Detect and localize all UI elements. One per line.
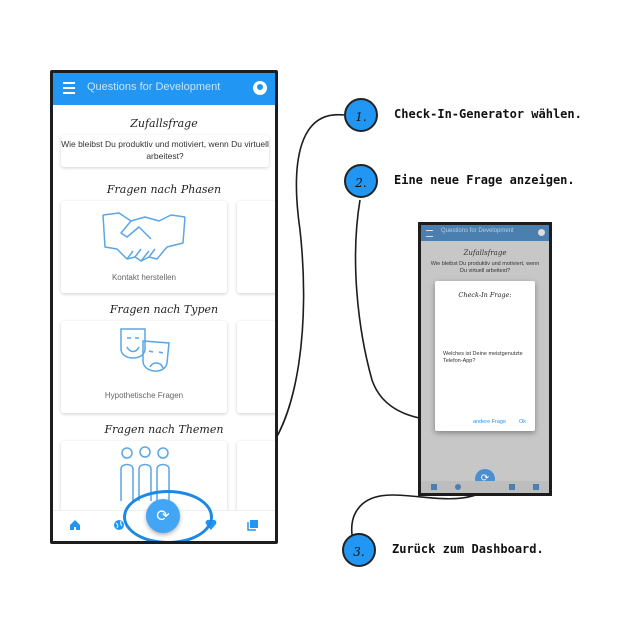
small-random-question: Wie bleibst Du produktiv und motiviert, … <box>430 261 540 274</box>
fab-highlight-ring <box>123 490 213 541</box>
random-question-card[interactable]: Wie bleibst Du produktiv und motiviert, … <box>61 135 269 167</box>
globe-icon[interactable] <box>113 519 125 531</box>
check-in-dialog: Check-In Frage: Welches ist Deine meistg… <box>435 281 535 431</box>
step-3-text: Zurück zum Dashboard. <box>392 542 544 556</box>
step-1-text: Check-In-Generator wählen. <box>394 107 582 121</box>
theater-masks-icon <box>120 328 170 372</box>
phone-screenshot-dialog: Questions for Development Zufallsfrage W… <box>418 222 552 496</box>
card-phase-next[interactable] <box>237 201 275 293</box>
small-app-bar: Questions for Development <box>421 225 549 241</box>
dialog-title: Check-In Frage: <box>458 291 512 299</box>
people-icon <box>120 446 170 501</box>
other-question-button[interactable]: andere Frage <box>473 419 507 425</box>
card-type[interactable]: Hypothetische Fragen <box>61 321 227 413</box>
phone-screenshot-main: Questions for Development Zufallsfrage W… <box>50 70 278 544</box>
small-bottom-navigation <box>421 481 549 493</box>
card-label-type: Hypothetische Fragen <box>104 391 184 400</box>
account-icon[interactable] <box>253 81 267 95</box>
step-2-badge: 2. <box>344 164 378 198</box>
card-label-phase: Kontakt herstellen <box>111 273 177 282</box>
section-heading-phases: Fragen nach Phasen <box>106 183 222 196</box>
library-icon[interactable] <box>247 519 259 531</box>
handshake-icon <box>102 212 186 262</box>
section-heading-types: Fragen nach Typen <box>109 303 219 316</box>
step-3-badge: 3. <box>342 533 376 567</box>
random-question-heading: Zufallsfrage <box>130 117 198 130</box>
menu-icon[interactable] <box>63 82 75 94</box>
app-title: Questions for Development <box>87 81 221 93</box>
ok-button[interactable]: Ok <box>519 419 527 425</box>
step-1-badge: 1. <box>344 98 378 132</box>
card-phase[interactable]: Kontakt herstellen <box>61 201 227 293</box>
small-account-icon <box>538 229 545 236</box>
small-menu-icon <box>426 230 433 237</box>
dialog-question: Welches ist Deine meistgenutzte Telefon-… <box>443 351 523 364</box>
small-random-heading: Zufallsfrage <box>463 249 507 257</box>
small-library-icon <box>533 484 539 490</box>
small-globe-icon <box>455 484 461 490</box>
app-bar: Questions for Development <box>53 73 275 105</box>
card-type-next[interactable] <box>237 321 275 413</box>
home-icon[interactable] <box>69 519 81 531</box>
small-app-title: Questions for Development <box>441 228 514 234</box>
small-heart-icon <box>509 484 515 490</box>
section-heading-topics: Fragen nach Themen <box>104 423 224 436</box>
refresh-icon[interactable]: ⟳ <box>146 499 180 533</box>
step-2-text: Eine neue Frage anzeigen. <box>394 173 575 187</box>
card-topic-next[interactable] <box>237 441 275 521</box>
small-home-icon <box>431 484 437 490</box>
